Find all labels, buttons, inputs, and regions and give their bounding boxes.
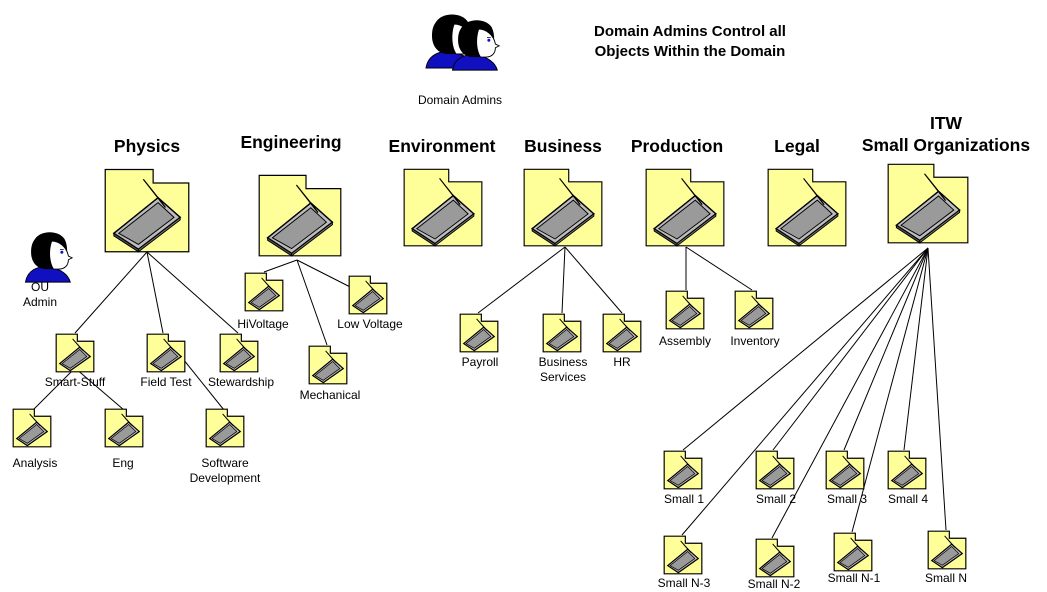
ou-stewardship-label: Stewardship: [207, 375, 275, 389]
ou-assembly-folder-icon[interactable]: [665, 290, 705, 330]
title-line-1: Domain Admins Control all: [594, 23, 786, 40]
ou-business-label: Business: [524, 136, 602, 156]
ou-small-n-folder-icon[interactable]: [927, 530, 967, 570]
ou-admin-label-line-1: OU: [31, 280, 49, 294]
ou-small-n2-folder-icon[interactable]: [755, 538, 795, 578]
domain-admins-icon[interactable]: [425, 14, 500, 71]
ou-engineering-folder-icon[interactable]: [258, 174, 342, 257]
ou-software-development-label-line-1: Software: [201, 456, 249, 470]
ou-inventory-label: Inventory: [730, 334, 780, 348]
ou-itw-label-line-1: ITW: [929, 113, 963, 133]
ou-business-services-label: Business Services: [527, 355, 599, 385]
ou-small-n1-folder-icon[interactable]: [833, 532, 873, 572]
ou-environment-label: Environment: [388, 136, 496, 156]
ou-software-development-label: Software Development: [180, 456, 270, 486]
ou-small-3-label: Small 3: [826, 492, 867, 506]
ou-production-label: Production: [630, 136, 724, 156]
ou-hivoltage-label: HiVoltage: [237, 317, 289, 331]
ou-eng-label: Eng: [112, 456, 134, 470]
ou-software-development-folder-icon[interactable]: [205, 408, 245, 448]
ou-small-1-folder-icon[interactable]: [663, 450, 703, 490]
ou-physics-folder-icon[interactable]: [104, 168, 190, 253]
ou-hivoltage-folder-icon[interactable]: [244, 272, 284, 312]
ou-physics-label: Physics: [113, 136, 181, 156]
ou-itw-label: ITW Small Organizations: [846, 112, 1046, 156]
ou-analysis-label: Analysis: [12, 456, 58, 470]
ou-admin-label-line-2: Admin: [22, 295, 57, 309]
ou-small-n3-label: Small N-3: [657, 576, 711, 590]
ou-inventory-folder-icon[interactable]: [734, 290, 774, 330]
ou-stewardship-folder-icon[interactable]: [219, 333, 259, 373]
ou-itw-label-line-2: Small Organizations: [861, 135, 1031, 155]
ou-small-n2-label: Small N-2: [747, 577, 801, 591]
ou-low-voltage-label: Low Voltage: [337, 317, 403, 331]
ou-hr-folder-icon[interactable]: [602, 313, 642, 353]
ou-field-test-folder-icon[interactable]: [146, 333, 186, 373]
ou-engineering-label: Engineering: [240, 132, 342, 152]
ou-business-services-label-line-1: Business: [538, 355, 588, 369]
ou-eng-folder-icon[interactable]: [104, 408, 144, 448]
ou-hr-label: HR: [613, 355, 631, 369]
ou-small-4-label: Small 4: [887, 492, 928, 506]
ou-business-services-folder-icon[interactable]: [542, 313, 582, 353]
ou-admin-icon[interactable]: [25, 231, 73, 283]
ou-small-n1-label: Small N-1: [827, 571, 881, 585]
connector-lines: [32, 246, 947, 539]
ou-payroll-folder-icon[interactable]: [459, 313, 499, 353]
domain-admins-label: Domain Admins: [417, 93, 503, 107]
ou-small-n3-folder-icon[interactable]: [663, 535, 703, 575]
ou-smart-stuff-label: Smart-Stuff: [44, 375, 106, 389]
ou-admin-label: OU Admin: [10, 280, 70, 310]
ou-smart-stuff-folder-icon[interactable]: [55, 333, 95, 373]
ou-small-4-folder-icon[interactable]: [887, 450, 927, 490]
ou-legal-folder-icon[interactable]: [767, 168, 847, 247]
ou-legal-label: Legal: [774, 136, 820, 156]
ou-field-test-label: Field Test: [140, 375, 192, 389]
ou-itw-folder-icon[interactable]: [887, 163, 969, 244]
ou-small-2-folder-icon[interactable]: [755, 450, 795, 490]
ou-business-folder-icon[interactable]: [523, 168, 603, 247]
ou-business-services-label-line-2: Services: [539, 370, 586, 384]
ou-small-1-label: Small 1: [663, 492, 704, 506]
ou-analysis-folder-icon[interactable]: [12, 408, 52, 448]
ou-assembly-label: Assembly: [658, 334, 711, 348]
ou-environment-folder-icon[interactable]: [403, 168, 483, 247]
ou-low-voltage-folder-icon[interactable]: [348, 275, 388, 315]
ou-payroll-label: Payroll: [461, 355, 499, 369]
ou-mechanical-folder-icon[interactable]: [308, 345, 348, 385]
diagram-title: Domain Admins Control all Objects Within…: [530, 22, 850, 62]
ou-production-folder-icon[interactable]: [645, 168, 725, 247]
ou-small-3-folder-icon[interactable]: [825, 450, 865, 490]
ou-mechanical-label: Mechanical: [299, 388, 361, 402]
ou-small-n-label: Small N: [924, 571, 967, 585]
ou-small-2-label: Small 2: [755, 492, 796, 506]
ou-software-development-label-line-2: Development: [189, 471, 261, 485]
title-line-2: Objects Within the Domain: [594, 43, 786, 60]
